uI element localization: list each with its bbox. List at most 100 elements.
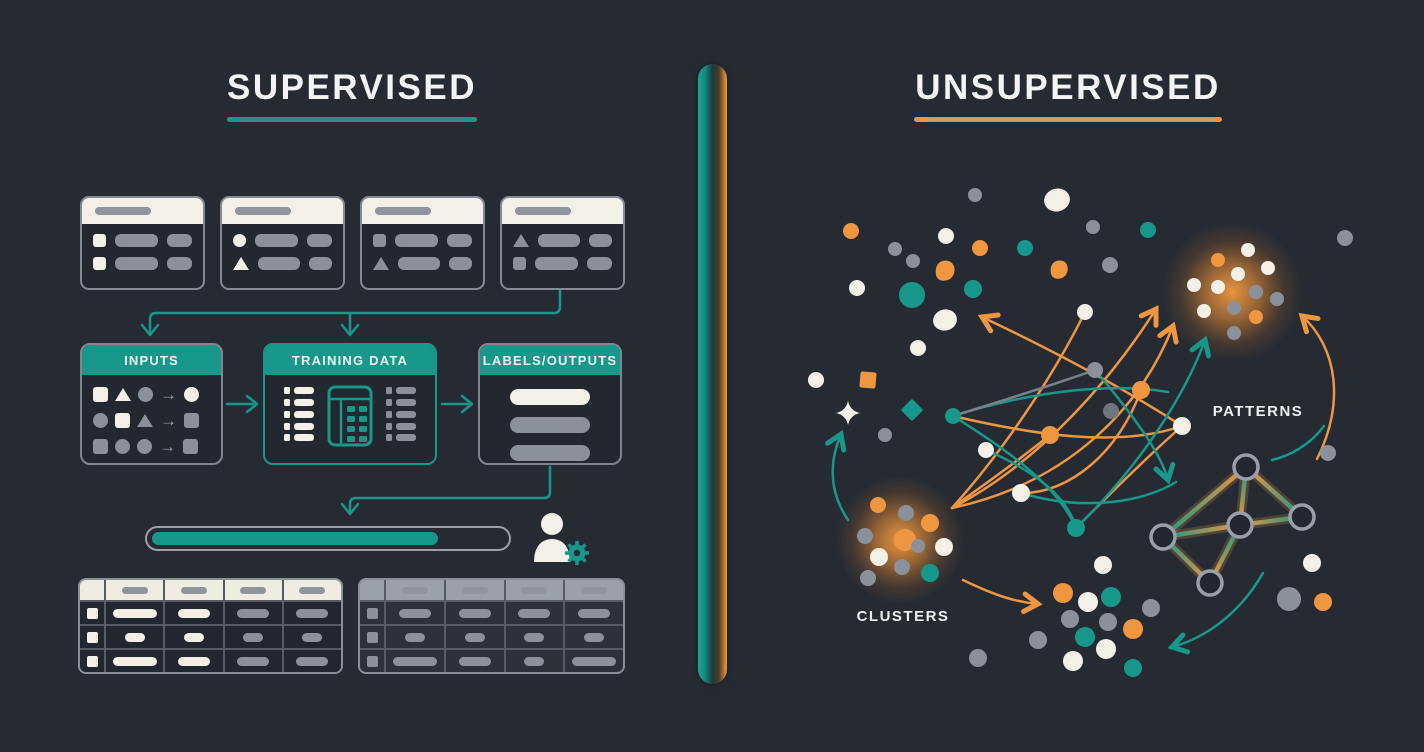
- dot: [1061, 610, 1079, 628]
- inputs-shape-grid: →→→: [82, 375, 221, 463]
- table-cell: [445, 650, 504, 672]
- dot: [1029, 631, 1047, 649]
- inputs-header: INPUTS: [82, 345, 221, 375]
- table-cell: [80, 626, 104, 648]
- table-cell: [386, 626, 444, 648]
- network-node: [1232, 453, 1260, 481]
- network-node: [1196, 569, 1224, 597]
- dot: [899, 282, 925, 308]
- table-header-cell: [283, 580, 341, 600]
- square-icon: [183, 438, 198, 454]
- network-node: [1149, 523, 1177, 551]
- person-with-gear-icon: [530, 508, 594, 575]
- table-cell: [505, 650, 564, 672]
- table-icon: [327, 385, 373, 447]
- dot: [1103, 403, 1119, 419]
- dot: [1314, 593, 1332, 611]
- table-cell: [505, 602, 564, 624]
- dot: [1041, 426, 1059, 444]
- network-graph: [1149, 453, 1316, 597]
- square-icon: [93, 256, 106, 270]
- list-icon: [284, 387, 314, 441]
- table-cell: [283, 602, 341, 624]
- unsupervised-title-block: UNSUPERVISED: [868, 68, 1268, 122]
- table-header-cell: [224, 580, 282, 600]
- output-pill: [510, 445, 590, 461]
- table-cell: [360, 650, 384, 672]
- dot: [1337, 230, 1353, 246]
- table-cell: [106, 602, 164, 624]
- table-cell: [386, 602, 444, 624]
- relationship-arrows: [825, 305, 1336, 655]
- dot: [1099, 613, 1117, 631]
- dot: [1277, 587, 1301, 611]
- dot: [1197, 304, 1211, 318]
- leaf-dot: [935, 260, 955, 281]
- dot: [894, 529, 916, 551]
- dot: [968, 188, 982, 202]
- dot: [808, 372, 824, 388]
- table-header-cell: [505, 580, 564, 600]
- circle-icon: [138, 386, 153, 402]
- dot: [1132, 381, 1150, 399]
- flow-box-training-data: TRAINING DATA: [263, 343, 437, 465]
- supervised-underline: [227, 117, 477, 122]
- supervised-title: SUPERVISED: [227, 68, 477, 107]
- dot: [1067, 519, 1085, 537]
- leaf-dot: [1050, 260, 1068, 279]
- dot: [843, 223, 859, 239]
- dot: [964, 280, 982, 298]
- data-cards-row: [80, 196, 625, 290]
- flow-connectors: [140, 289, 562, 516]
- table-cell: [224, 650, 282, 672]
- dot: [972, 240, 988, 256]
- square-icon: [513, 256, 526, 270]
- triangle-icon: [373, 256, 389, 270]
- square-icon: [93, 233, 106, 247]
- dot: [860, 570, 876, 586]
- dot: [1241, 243, 1255, 257]
- dot: [1211, 253, 1225, 267]
- square-icon: [115, 412, 130, 428]
- dot: [870, 497, 886, 513]
- training-progress-bar: [145, 526, 511, 551]
- dot: [1173, 417, 1191, 435]
- dot: [1017, 240, 1033, 256]
- data-card: [500, 196, 625, 290]
- table-header-cell: [106, 580, 164, 600]
- square-icon: [93, 438, 108, 454]
- dot: [978, 442, 994, 458]
- data-card: [220, 196, 345, 290]
- dot: [1075, 627, 1095, 647]
- dot: [935, 538, 953, 556]
- dot: [878, 428, 892, 442]
- dot: [969, 649, 987, 667]
- dot: [1261, 261, 1275, 275]
- table-header-cell: [386, 580, 444, 600]
- table-cell: [106, 650, 164, 672]
- table-cell: [224, 602, 282, 624]
- star-dot: [836, 401, 860, 425]
- dot: [1094, 556, 1112, 574]
- dot: [1249, 310, 1263, 324]
- dot: [1063, 651, 1083, 671]
- circle-icon: [93, 412, 108, 428]
- square-icon: [373, 233, 386, 247]
- circle-icon: [137, 438, 152, 454]
- training-data-header: TRAINING DATA: [265, 345, 435, 375]
- dot: [906, 254, 920, 268]
- dot: [849, 280, 865, 296]
- circle-icon: [233, 233, 246, 247]
- labels-output-pills: [480, 375, 620, 461]
- network-node: [1226, 511, 1254, 539]
- dot: [870, 548, 888, 566]
- data-card: [360, 196, 485, 290]
- dot: [1231, 267, 1245, 281]
- dot: [1124, 659, 1142, 677]
- labels-outputs-header: LABELS/OUTPUTS: [480, 345, 620, 375]
- dot: [1096, 639, 1116, 659]
- data-card: [80, 196, 205, 290]
- flow-box-labels-outputs: LABELS/OUTPUTS: [478, 343, 622, 465]
- table-header-cell: [360, 580, 384, 600]
- square-dot: [859, 371, 877, 389]
